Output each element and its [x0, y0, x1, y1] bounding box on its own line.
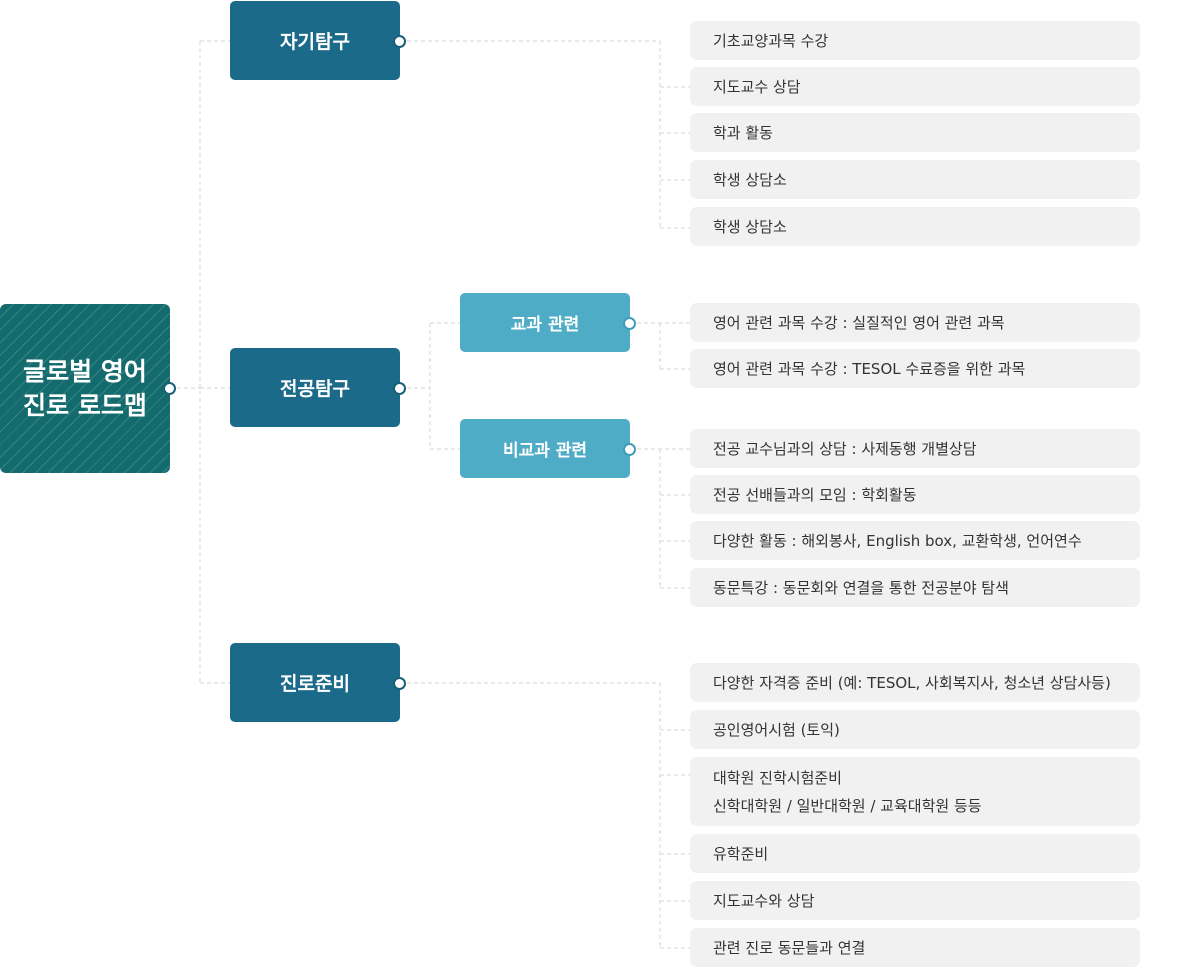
leaf-item-text: 대학원 진학시험준비	[713, 768, 842, 787]
leaf-item-text: 다양한 활동 : 해외봉사, English box, 교환학생, 언어연수	[713, 531, 1082, 550]
subcategory-label: 교과 관련	[510, 315, 580, 335]
leaf-item: 학생 상담소	[690, 160, 1140, 199]
category-label: 전공탐구	[280, 378, 350, 400]
subcategory-curricular: 교과 관련	[460, 293, 630, 352]
root-node: 글로벌 영어 진로 로드맵	[0, 304, 170, 473]
leaf-item: 전공 교수님과의 상담 : 사제동행 개별상담	[690, 429, 1140, 468]
leaf-item-text: 관련 진로 동문들과 연결	[713, 938, 866, 957]
category-label: 진로준비	[280, 673, 350, 695]
subcategory-connector-dot	[623, 443, 636, 456]
leaf-item-text: 지도교수 상담	[713, 77, 801, 96]
leaf-item-text: 학생 상담소	[713, 170, 787, 189]
category-label: 자기탐구	[280, 31, 350, 53]
leaf-item: 공인영어시험 (토익)	[690, 710, 1140, 749]
leaf-item-text: 학과 활동	[713, 123, 773, 142]
category-major-exploration: 전공탐구	[230, 348, 400, 427]
leaf-item-text: 공인영어시험 (토익)	[713, 720, 840, 739]
leaf-item-text: 전공 교수님과의 상담 : 사제동행 개별상담	[713, 439, 977, 458]
leaf-item-text: 학생 상담소	[713, 217, 787, 236]
leaf-item-text: 신학대학원 / 일반대학원 / 교육대학원 등등	[713, 796, 982, 815]
leaf-item: 유학준비	[690, 834, 1140, 873]
leaf-item: 학과 활동	[690, 113, 1140, 152]
leaf-item-text: 다양한 자격증 준비 (예: TESOL, 사회복지사, 청소년 상담사등)	[713, 673, 1111, 692]
leaf-item-text: 영어 관련 과목 수강 : TESOL 수료증을 위한 과목	[713, 359, 1026, 378]
leaf-item-text: 전공 선배들과의 모임 : 학회활동	[713, 485, 917, 504]
leaf-item: 영어 관련 과목 수강 : 실질적인 영어 관련 과목	[690, 303, 1140, 342]
category-connector-dot	[393, 35, 406, 48]
leaf-item: 전공 선배들과의 모임 : 학회활동	[690, 475, 1140, 514]
leaf-item-text: 동문특강 : 동문회와 연결을 통한 전공분야 탐색	[713, 578, 1009, 597]
subcategory-extracurricular: 비교과 관련	[460, 419, 630, 478]
leaf-item-text: 기초교양과목 수강	[713, 31, 829, 50]
root-title: 글로벌 영어 진로 로드맵	[23, 356, 147, 420]
leaf-item: 관련 진로 동문들과 연결	[690, 928, 1140, 967]
leaf-item: 학생 상담소	[690, 207, 1140, 246]
leaf-item: 동문특강 : 동문회와 연결을 통한 전공분야 탐색	[690, 568, 1140, 607]
leaf-item: 영어 관련 과목 수강 : TESOL 수료증을 위한 과목	[690, 349, 1140, 388]
leaf-item-text: 지도교수와 상담	[713, 891, 815, 910]
category-connector-dot	[393, 677, 406, 690]
leaf-item: 다양한 활동 : 해외봉사, English box, 교환학생, 언어연수	[690, 521, 1140, 560]
category-connector-dot	[393, 382, 406, 395]
leaf-item: 지도교수와 상담	[690, 881, 1140, 920]
leaf-item-text: 유학준비	[713, 844, 769, 863]
category-self-exploration: 자기탐구	[230, 1, 400, 80]
category-career-prep: 진로준비	[230, 643, 400, 722]
leaf-item-multiline: 대학원 진학시험준비 신학대학원 / 일반대학원 / 교육대학원 등등	[690, 757, 1140, 826]
leaf-item: 다양한 자격증 준비 (예: TESOL, 사회복지사, 청소년 상담사등)	[690, 663, 1140, 702]
root-connector-dot	[163, 382, 176, 395]
leaf-item: 지도교수 상담	[690, 67, 1140, 106]
leaf-item-text: 영어 관련 과목 수강 : 실질적인 영어 관련 과목	[713, 313, 1005, 332]
subcategory-label: 비교과 관련	[502, 441, 588, 461]
subcategory-connector-dot	[623, 317, 636, 330]
leaf-item: 기초교양과목 수강	[690, 21, 1140, 60]
